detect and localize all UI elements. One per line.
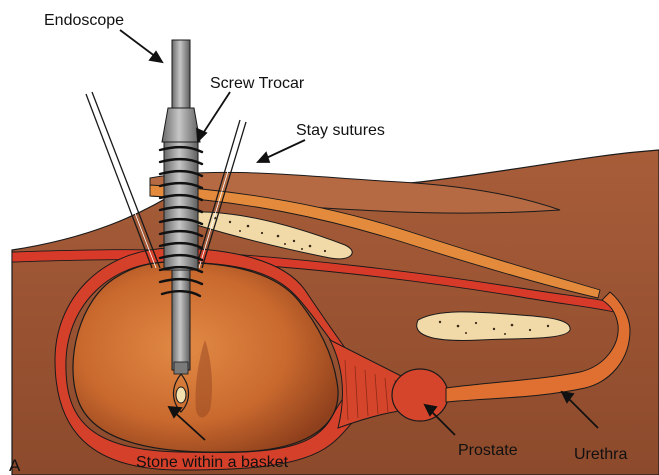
label-prostate: Prostate [458,443,518,459]
stone [176,387,186,403]
panel-letter: A [9,457,20,474]
label-endoscope: Endoscope [44,13,124,29]
label-urethra: Urethra [574,447,627,463]
label-stay-sutures: Stay sutures [296,123,385,139]
trocar-hub [162,108,200,142]
label-stone-within-basket: Stone within a basket [136,455,288,471]
prostate [392,369,448,421]
label-screw-trocar: Screw Trocar [210,76,304,92]
